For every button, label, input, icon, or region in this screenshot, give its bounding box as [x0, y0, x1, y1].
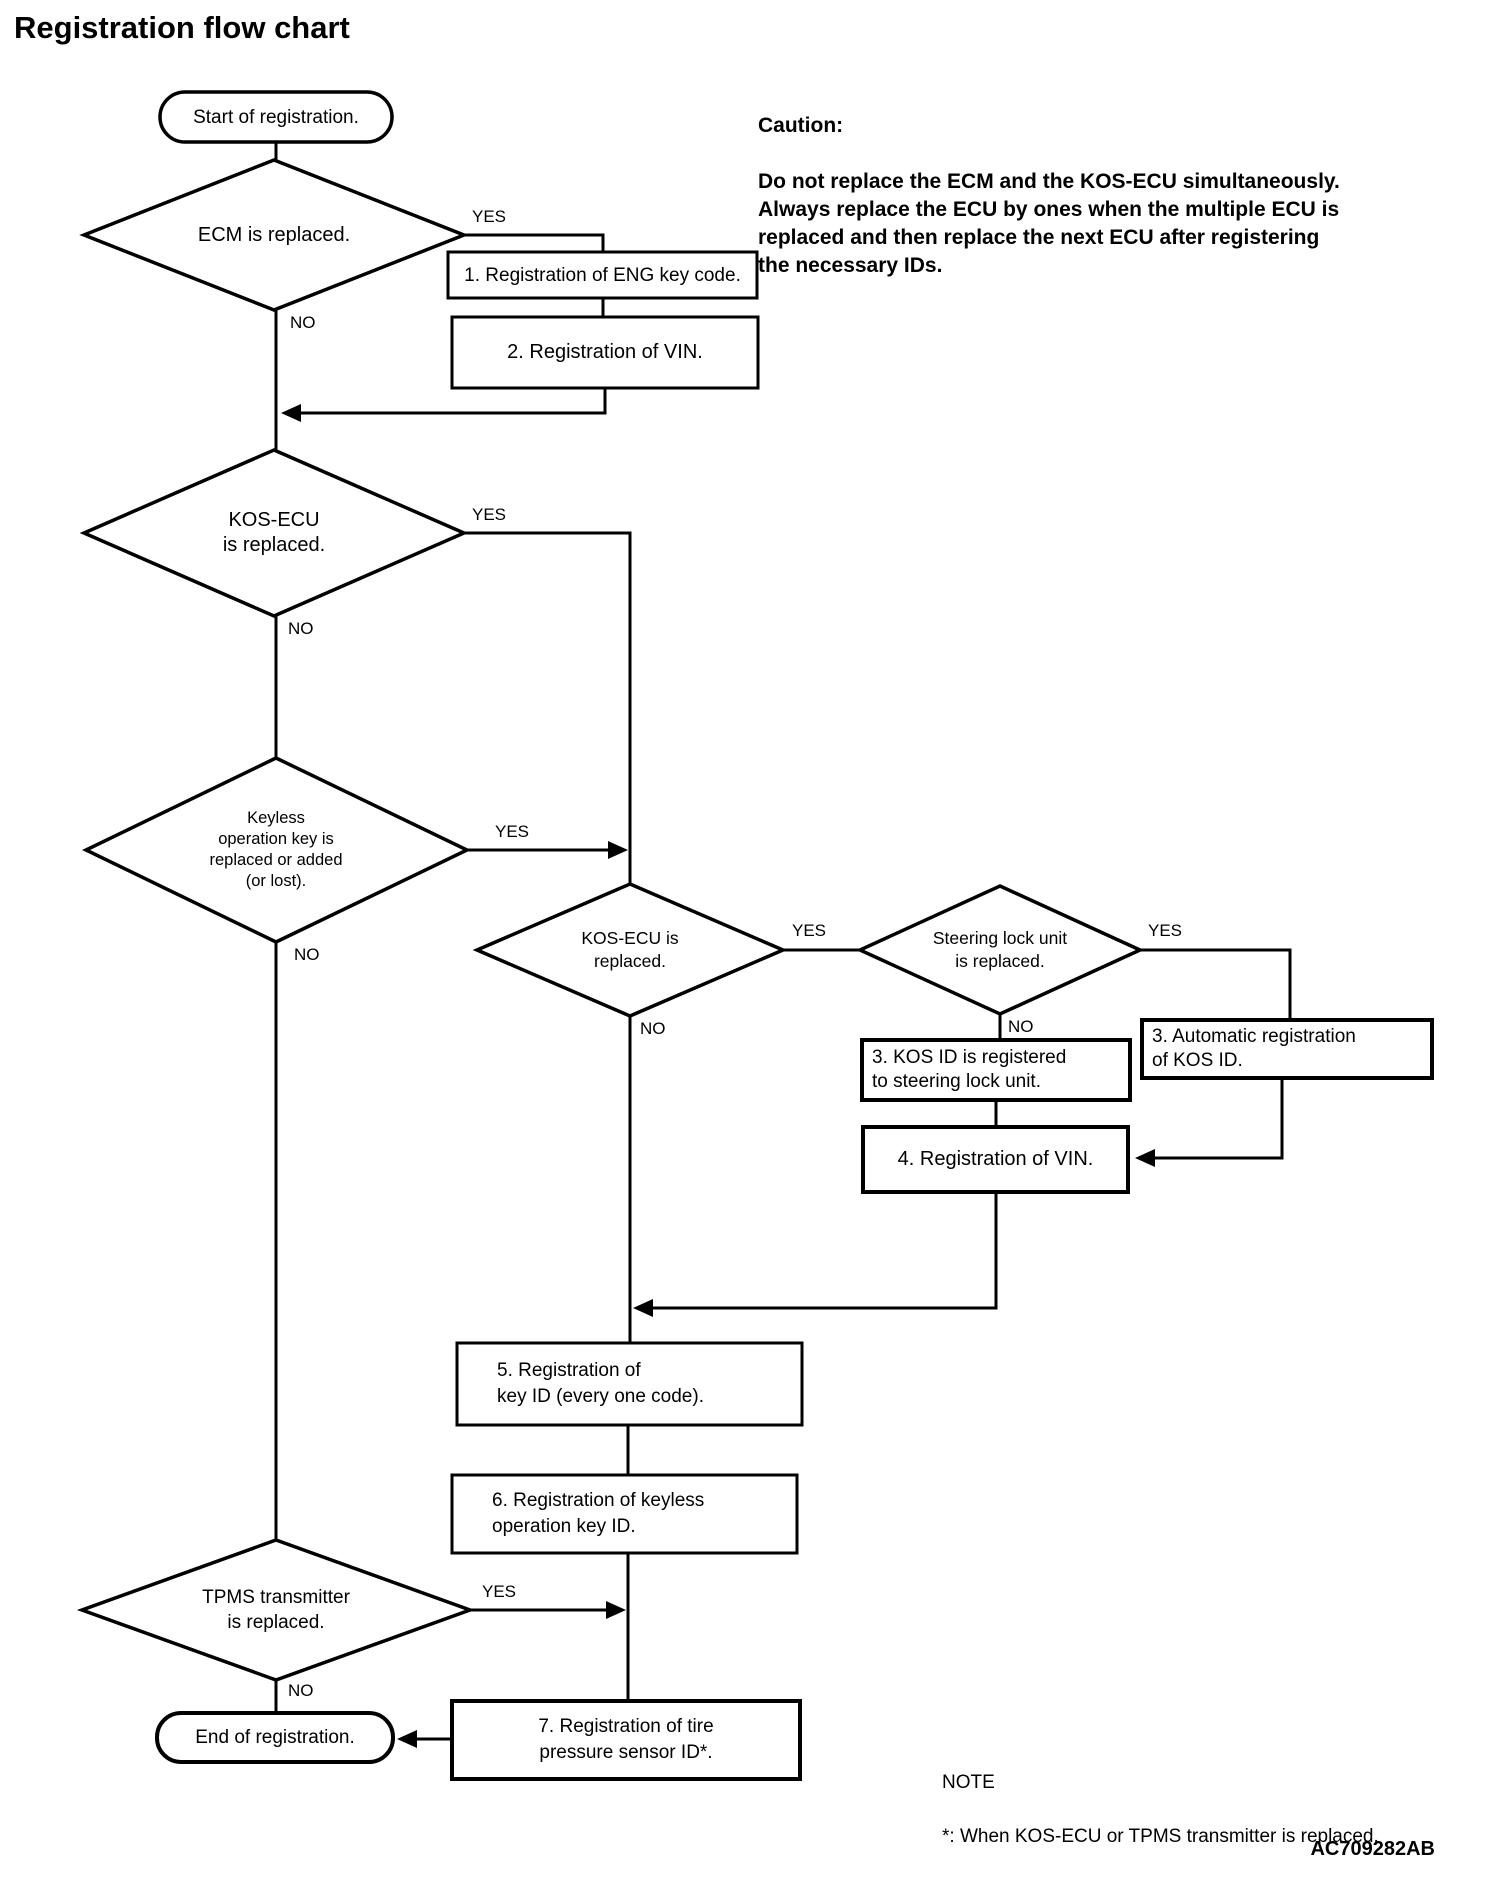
- page-title: Registration flow chart: [14, 10, 350, 45]
- step3a-box-shape: [860, 1038, 1132, 1102]
- tpms-yes-label: YES: [482, 1582, 517, 1601]
- note-heading: NOTE: [942, 1772, 995, 1793]
- step3a-label: 3. KOS ID is registered to steering lock…: [872, 1047, 1067, 1092]
- step4-box-shape: [861, 1125, 1130, 1194]
- keyless-no-label: NO: [294, 945, 320, 964]
- ecm-yes-label: YES: [472, 207, 507, 226]
- kos-ecu2-no-label: NO: [640, 1019, 666, 1038]
- arrowhead-box4-in: [1135, 1149, 1155, 1167]
- figure-code: AC709282AB: [1310, 1838, 1435, 1860]
- caution-heading: Caution:: [758, 114, 844, 137]
- steering-yes-label: YES: [1148, 921, 1183, 940]
- conn-box2-merge: [299, 388, 607, 415]
- step3b-label: 3. Automatic registration of KOS ID.: [1152, 1026, 1356, 1071]
- conn-box3b-box4: [1153, 1076, 1284, 1160]
- start-terminator-shape: [158, 90, 394, 144]
- tpms-decision-label: TPMS transmitter is replaced.: [202, 1587, 350, 1633]
- step5-box-shape: [455, 1341, 804, 1427]
- step7-box-shape: [450, 1699, 802, 1781]
- kos-ecu-decision-label: KOS-ECU is replaced.: [222, 509, 326, 556]
- step1-label: 1. Registration of ENG key code.: [464, 264, 741, 286]
- keyless-decision-shape: [81, 756, 472, 944]
- steering-decision-label: Steering lock unit is replaced.: [932, 928, 1068, 971]
- conn-box4-merge: [651, 1190, 998, 1310]
- arrowhead-tpms-yes: [606, 1601, 626, 1619]
- arrowhead-merge2: [633, 1299, 653, 1317]
- step6-label: 6. Registration of keyless operation key…: [492, 1490, 705, 1537]
- kos-ecu-decision-shape: [79, 448, 469, 618]
- kos-ecu2-yes-label: YES: [792, 921, 827, 940]
- kos-ecu2-decision-shape: [472, 882, 788, 1018]
- note-body: *: When KOS-ECU or TPMS transmitter is r…: [942, 1826, 1379, 1847]
- tpms-no-label: NO: [288, 1681, 314, 1700]
- kos-ecu2-decision-label: KOS-ECU is replaced.: [581, 928, 679, 971]
- conn-ecm-yes: [464, 233, 605, 254]
- kos-ecu-yes-label: YES: [472, 505, 507, 524]
- keyless-decision-label: Keyless operation key is replaced or add…: [209, 809, 343, 890]
- step2-label: 2. Registration of VIN.: [507, 341, 703, 363]
- end-terminator-shape: [155, 1711, 395, 1764]
- start-terminator-label: Start of registration.: [193, 106, 359, 128]
- step7-label: 7. Registration of tire pressure sensor …: [538, 1716, 714, 1763]
- steering-decision-shape: [855, 884, 1145, 1016]
- steering-no-label: NO: [1008, 1017, 1034, 1036]
- step4-label: 4. Registration of VIN.: [897, 1148, 1094, 1170]
- ecm-decision-label: ECM is replaced.: [197, 223, 351, 246]
- arrowhead-end: [397, 1730, 417, 1748]
- arrowhead-keyless-yes: [608, 841, 628, 859]
- caution-body: Do not replace the ECM and the KOS-ECU s…: [758, 170, 1340, 277]
- step6-box-shape: [450, 1473, 799, 1555]
- end-terminator-label: End of registration.: [195, 1727, 355, 1748]
- ecm-no-label: NO: [290, 313, 316, 332]
- conn-steering-yes: [1140, 948, 1292, 1022]
- kos-ecu-no-label: NO: [288, 619, 314, 638]
- step3b-box-shape: [1140, 1018, 1434, 1080]
- ecm-decision-shape: [79, 158, 469, 312]
- step5-label: 5. Registration of key ID (every one cod…: [497, 1360, 704, 1407]
- caution-block: Caution: Do not replace the ECM and the …: [758, 84, 1478, 280]
- conn-kos1-yes: [464, 531, 632, 886]
- step2-box-shape: [450, 315, 760, 390]
- note-block: NOTE *: When KOS-ECU or TPMS transmitter…: [942, 1742, 1379, 1850]
- step1-box-shape: [446, 250, 759, 300]
- tpms-decision-shape: [76, 1538, 476, 1682]
- arrowhead-merge1: [281, 404, 301, 422]
- keyless-yes-label: YES: [495, 822, 530, 841]
